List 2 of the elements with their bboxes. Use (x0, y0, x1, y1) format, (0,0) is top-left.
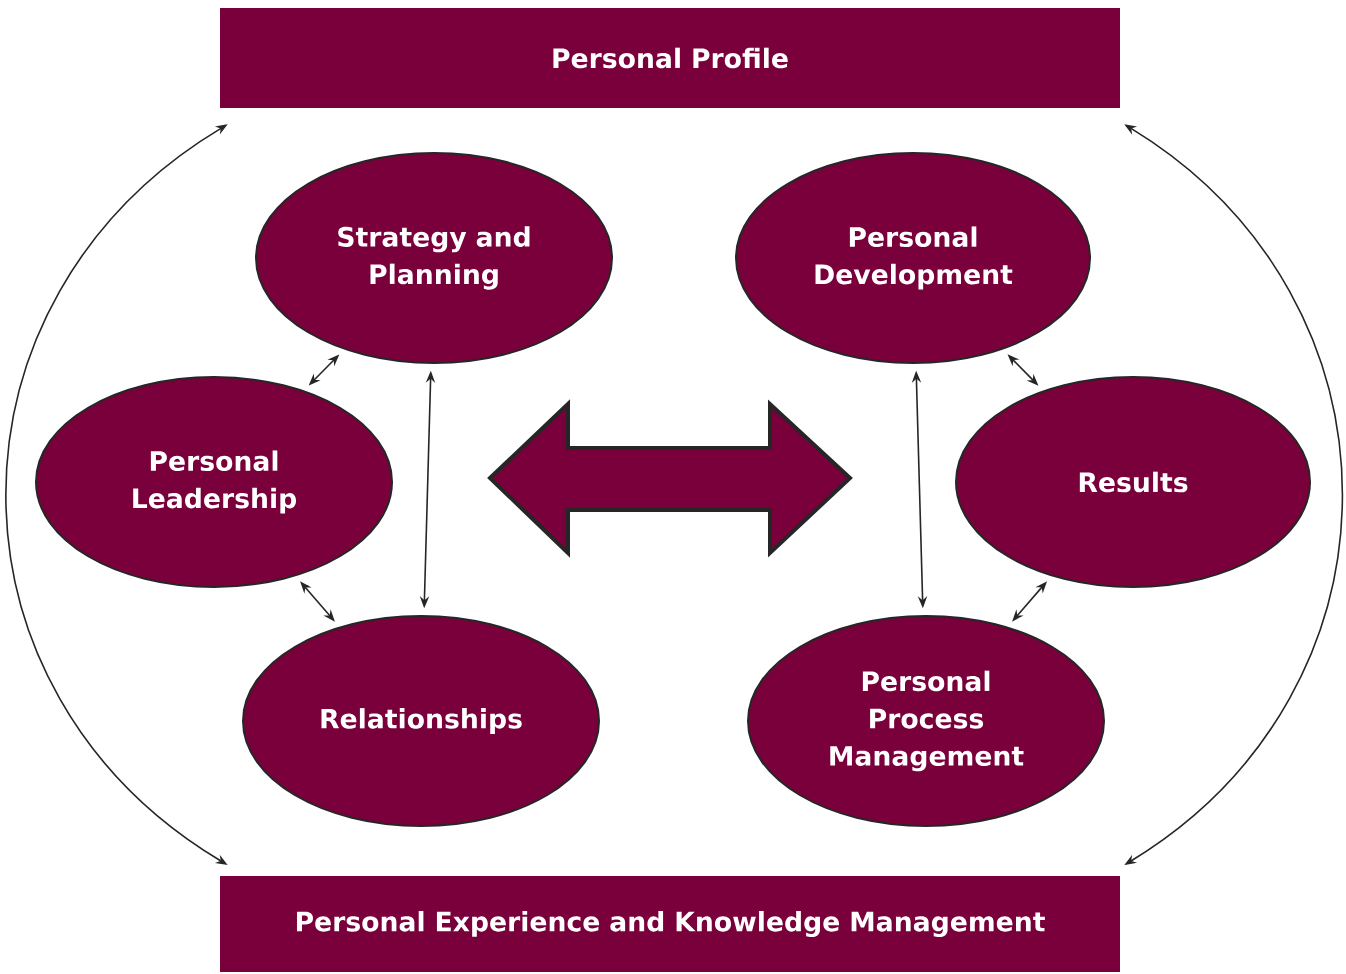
banner-box: Personal Profile (220, 8, 1120, 108)
banner-box: Personal Experience and Knowledge Management (220, 876, 1120, 972)
